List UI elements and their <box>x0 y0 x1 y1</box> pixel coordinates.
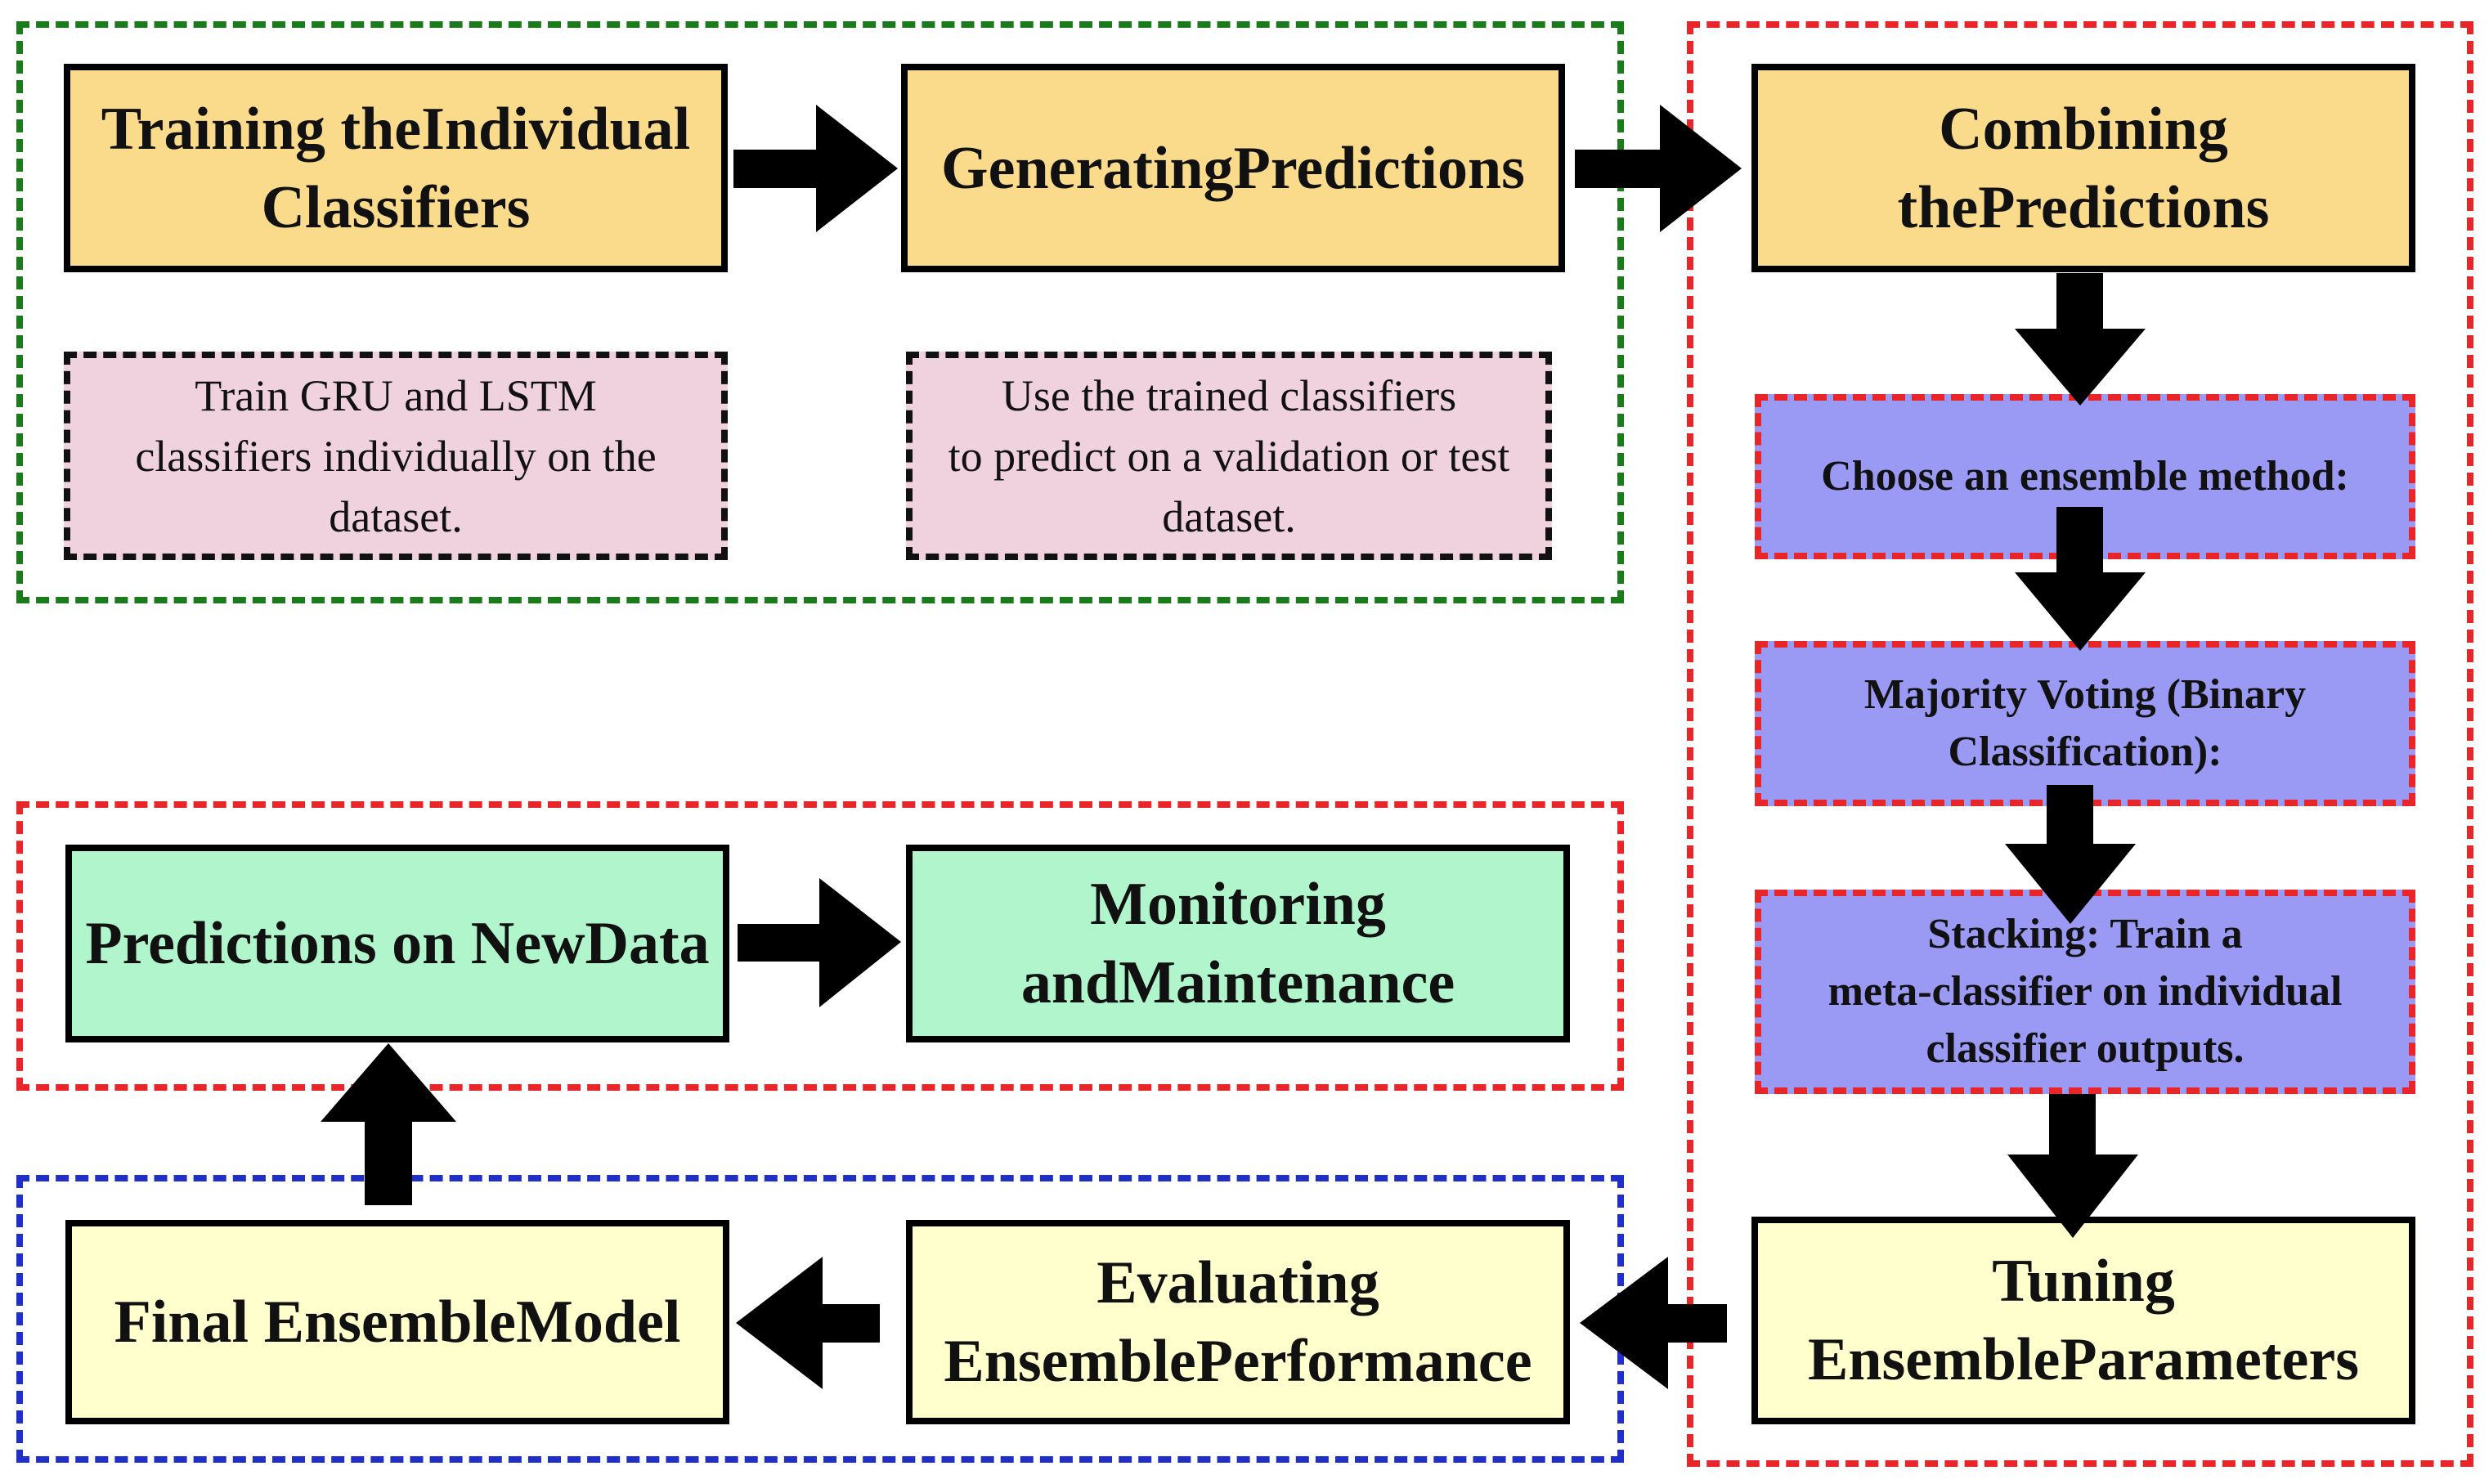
choose-line-1: Choose an ensemble method: <box>1821 453 2349 500</box>
use-note-line-1: Use the trained classifiers <box>1001 370 1457 420</box>
predictions-on-new-data-box: Predictions on NewData <box>65 845 729 1042</box>
combining-group-frame <box>1687 21 2473 1467</box>
monitoring-line-2: Maintenance <box>1119 949 1455 1016</box>
generating-line-1: Generating <box>941 134 1234 202</box>
majority-line-1: Majority Voting (Binary <box>1863 671 2307 718</box>
tuning-line-2: Parameters <box>2060 1326 2360 1393</box>
train-note-line-1: Train GRU and LSTM <box>195 370 597 420</box>
evaluating-ensemble-performance-box: Evaluating EnsemblePerformance <box>906 1220 1570 1424</box>
train-note-line-2: classifiers individually on the <box>135 431 657 481</box>
tuning-line-1: Tuning Ensemble <box>1807 1248 2175 1393</box>
generating-line-2: Predictions <box>1233 134 1525 202</box>
tuning-ensemble-parameters-box: Tuning EnsembleParameters <box>1751 1217 2415 1424</box>
monitoring-maintenance-box: Monitoring andMaintenance <box>906 845 1570 1042</box>
combining-line-2: Predictions <box>1978 173 2270 241</box>
predictions-new-line-2: Data <box>585 910 710 977</box>
evaluating-line-2: Performance <box>1195 1328 1532 1395</box>
choose-ensemble-method-box: Choose an ensemble method: <box>1755 394 2415 559</box>
generating-predictions-box: GeneratingPredictions <box>901 64 1565 272</box>
training-line-2: Individual Classifiers <box>261 95 691 241</box>
evaluating-line-1: Evaluating Ensemble <box>944 1249 1379 1395</box>
training-classifiers-box: Training theIndividual Classifiers <box>64 64 728 272</box>
combining-line-1: Combining the <box>1897 95 2228 241</box>
train-note-line-3: dataset. <box>329 491 463 541</box>
monitoring-line-1: Monitoring and <box>1020 871 1386 1016</box>
stacking-line-2: meta-classifier on individual <box>1828 968 2343 1015</box>
final-line-2: Model <box>515 1289 681 1356</box>
final-line-1: Final Ensemble <box>114 1289 516 1356</box>
predictions-new-line-1: Predictions on New <box>85 910 585 977</box>
stacking-line-1: Stacking: Train a <box>1927 911 2243 957</box>
use-note-line-3: dataset. <box>1162 491 1296 541</box>
stacking-line-3: classifier outputs. <box>1926 1025 2245 1072</box>
deployment-group-frame <box>16 801 1624 1091</box>
majority-line-2: Classification): <box>1948 729 2222 775</box>
final-ensemble-model-box: Final EnsembleModel <box>65 1220 729 1424</box>
combining-predictions-box: Combining thePredictions <box>1751 64 2415 272</box>
use-note-line-2: to predict on a validation or test <box>948 431 1510 481</box>
training-line-1: Training the <box>101 95 422 163</box>
training-group-frame <box>16 21 1624 603</box>
use-trained-classifiers-note: Use the trained classifiers to predict on… <box>906 352 1552 560</box>
train-gru-lstm-note: Train GRU and LSTM classifiers individual… <box>64 352 728 560</box>
stacking-box: Stacking: Train a meta-classifier on indi… <box>1755 890 2415 1094</box>
